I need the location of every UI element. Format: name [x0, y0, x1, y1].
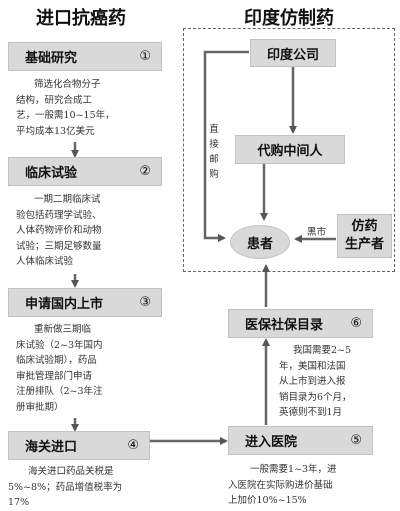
- note-line: 临床试验期），药品: [16, 355, 97, 366]
- note-line: 重新做三期临: [34, 324, 92, 335]
- step-note: 筛选化合物分子 结构，研究合成工 艺，一般需10~15年， 平均成本13亿美元: [16, 77, 115, 139]
- step-number: ⑥: [350, 316, 362, 331]
- step-label: 进入医院: [245, 435, 298, 450]
- step-customs-import: 海关进口 ④: [8, 431, 150, 460]
- note-line: 海关进口药品关税是: [28, 466, 114, 477]
- step-label: 医保社保目录: [245, 318, 324, 333]
- step-label: 海关进口: [25, 440, 78, 455]
- note-line: 结构，研究合成工: [16, 94, 93, 106]
- note-line: 从上市到进入报: [279, 376, 346, 387]
- india-company-label: 印度公司: [266, 47, 319, 63]
- manufacturer-label-line1: 仿药: [351, 219, 378, 234]
- india-generics-region: [183, 28, 395, 272]
- note-line: 试验；三期足够数量: [16, 240, 102, 252]
- direct-mail-label: 直接邮购: [209, 124, 219, 180]
- manufacturer-label-line2: 生产者: [344, 237, 384, 252]
- step-domestic-listing: 申请国内上市 ③: [8, 288, 162, 317]
- step-basic-research: 基础研究 ①: [8, 42, 162, 71]
- note-line: 5%~8%；药品增值税率为: [8, 481, 123, 493]
- note-line: 人体临床试验: [16, 256, 74, 267]
- step-note: 一期二期临床试 验包括药理学试验、 人体药物评价和动物 试验；三期足够数量 人体…: [16, 192, 102, 270]
- note-line: 一期二期临床试: [34, 194, 101, 205]
- note-line: 验包括药理学试验、: [16, 209, 102, 221]
- note-line: 英德则不到1月: [279, 407, 343, 418]
- india-company-box: 印度公司: [250, 39, 336, 67]
- note-line: 年，美国和法国: [279, 360, 346, 372]
- left-heading: 进口抗癌药: [36, 8, 126, 29]
- note-line: 一般需要1~3年，进: [250, 464, 337, 475]
- note-line: 17%: [8, 497, 30, 508]
- step-enter-hospital: 进入医院 ⑤: [228, 426, 373, 455]
- note-line: 筛选化合物分子: [34, 79, 101, 90]
- step-note: 我国需要2~5 年，美国和法国 从上市到进入报 销目录为6个月， 英德则不到1月: [279, 343, 352, 421]
- step-number: ①: [139, 49, 151, 64]
- note-line: 我国需要2~5: [293, 345, 352, 356]
- step-label: 申请国内上市: [25, 297, 104, 312]
- note-line: 册审批期）: [16, 401, 64, 413]
- step-note: 重新做三期临 床试验（2~3年国内 临床试验期），药品 审批管理部门申请 注册排…: [16, 322, 103, 415]
- patient-label: 患者: [246, 236, 273, 252]
- generic-manufacturer-box: 仿药 生产者: [337, 214, 392, 258]
- patient-node: 患者: [230, 225, 290, 259]
- note-line: 人体药物评价和动物: [16, 225, 102, 236]
- note-line: 入医院在实际购进价基础: [228, 479, 333, 491]
- step-number: ⑤: [350, 433, 362, 448]
- step-number: ③: [139, 295, 151, 310]
- step-number: ④: [127, 438, 139, 453]
- note-line: 艺，一般需10~15年，: [16, 110, 115, 121]
- step-label: 基础研究: [25, 51, 78, 66]
- step-note: 一般需要1~3年，进 入医院在实际购进价基础 上加价10%~15%: [228, 462, 337, 509]
- note-line: 销目录为6个月，: [279, 391, 352, 403]
- step-insurance-catalog: 医保社保目录 ⑥: [228, 309, 373, 338]
- note-line: 平均成本13亿美元: [16, 125, 95, 137]
- step-note: 海关进口药品关税是 5%~8%；药品增值税率为 17%: [8, 464, 122, 511]
- step-clinical-trial: 临床试验 ②: [8, 157, 162, 186]
- note-line: 注册排队（2~3年注: [16, 386, 103, 397]
- right-heading: 印度仿制药: [244, 8, 334, 29]
- purchasing-agent-box: 代购中间人: [235, 135, 345, 164]
- step-number: ②: [139, 164, 151, 179]
- note-line: 上加价10%~15%: [228, 495, 307, 506]
- step-label: 临床试验: [25, 166, 78, 181]
- arrow-direct-mail: [203, 50, 249, 242]
- black-market-label: 黑市: [307, 227, 327, 238]
- purchasing-agent-label: 代购中间人: [257, 144, 323, 159]
- note-line: 审批管理部门申请: [16, 370, 93, 382]
- note-line: 床试验（2~3年国内: [16, 339, 103, 351]
